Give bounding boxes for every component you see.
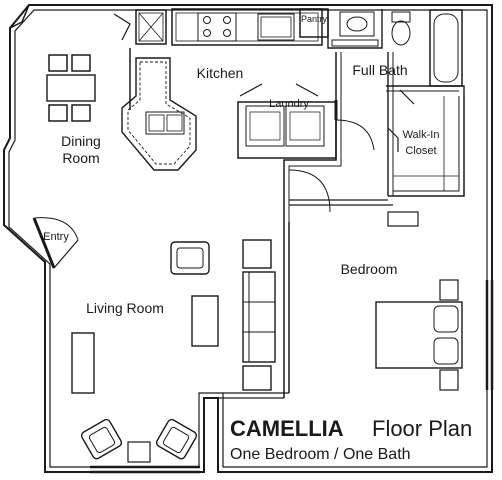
laundry-closet	[237, 83, 337, 159]
bedroom-furniture	[375, 211, 463, 391]
bedroom-top-wall	[289, 199, 393, 206]
kitchen-label: Kitchen	[197, 65, 244, 81]
laundry-label: Laundry	[269, 98, 309, 110]
full-bath-label: Full Bath	[352, 62, 407, 78]
plan-name: CAMELLIA	[230, 416, 344, 441]
stove	[197, 12, 237, 42]
refrigerator	[135, 9, 167, 45]
bedroom-label: Bedroom	[341, 261, 398, 277]
walkin-label-1: Walk-In	[403, 129, 440, 141]
bedroom-left-wall	[283, 222, 290, 398]
full-bath	[327, 9, 465, 196]
plan-title: CAMELLIA Floor Plan One Bedroom / One Ba…	[230, 416, 472, 463]
dining-label-1: Dining	[61, 133, 101, 149]
pantry-label: Pantry	[301, 14, 328, 24]
dining-label-2: Room	[62, 150, 99, 166]
kitchen-island	[121, 57, 197, 171]
kitchen-sink	[257, 13, 295, 41]
plan-subtitle: One Bedroom / One Bath	[230, 446, 411, 463]
dining-table	[46, 54, 96, 122]
living-furniture	[71, 239, 276, 463]
walkin-label-2: Closet	[405, 145, 436, 157]
right-window	[485, 280, 494, 390]
entry-door	[32, 217, 79, 269]
kitchen-door-arc	[113, 13, 131, 41]
room-labels: Dining Room Kitchen Laundry Pantry Full …	[43, 14, 439, 316]
bottom-window	[90, 465, 200, 474]
living-room-label: Living Room	[86, 300, 164, 316]
kitchen-counter-top	[171, 8, 329, 46]
entry-label: Entry	[43, 231, 69, 243]
corner-notch	[9, 4, 30, 29]
bedroom-door-arc	[288, 169, 331, 213]
walkin-closet	[387, 96, 465, 197]
bath-door-arc	[335, 119, 375, 151]
plan-suffix: Floor Plan	[372, 416, 472, 441]
